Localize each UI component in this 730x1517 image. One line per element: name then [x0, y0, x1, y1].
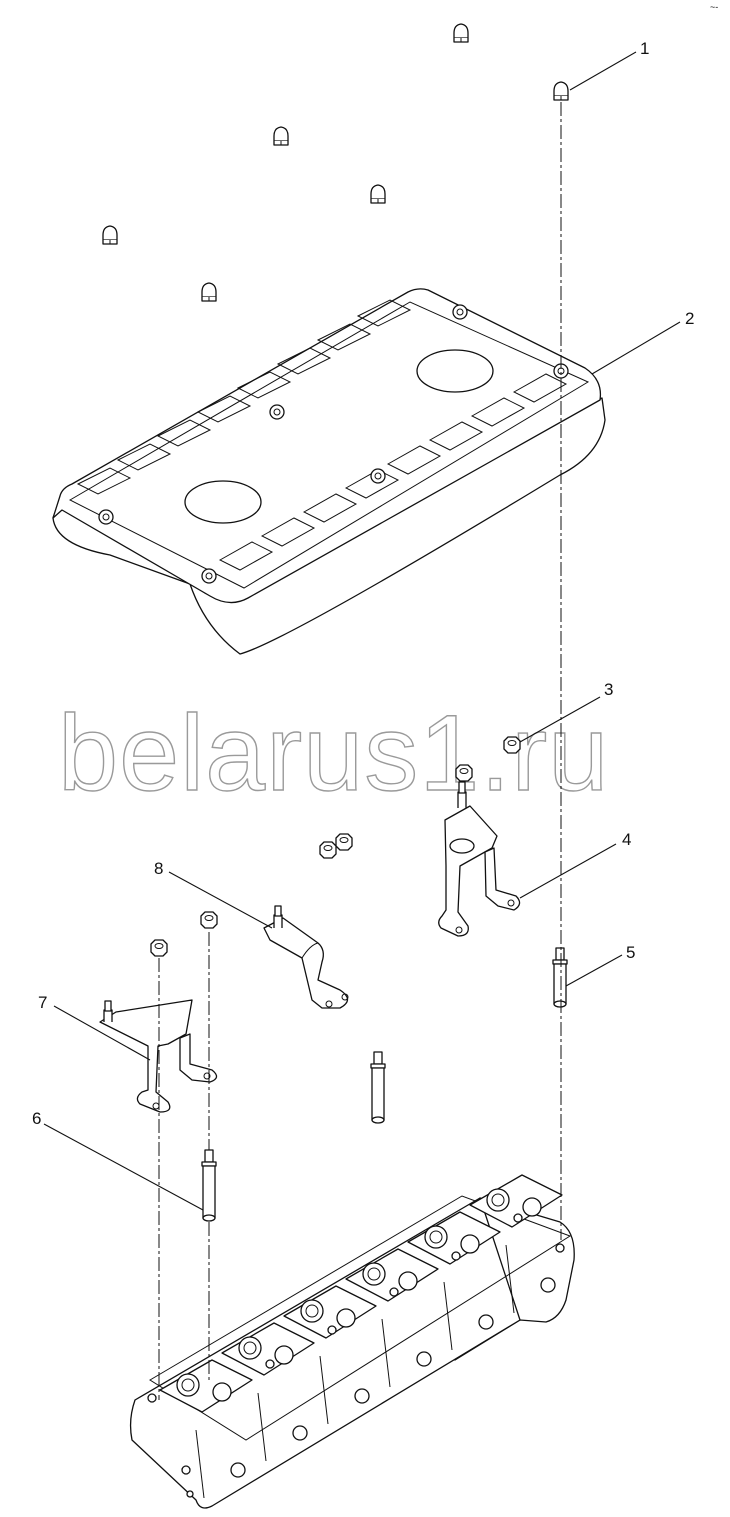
- cover-ribs-back: [76, 299, 412, 495]
- cover-bosses: [98, 304, 569, 584]
- callout-label: 5: [626, 943, 635, 962]
- hex-nut: [150, 939, 168, 957]
- hex-nut: [503, 736, 521, 754]
- watermark: belarus1.ru: [58, 692, 609, 813]
- cylinder-head: [129, 1174, 575, 1509]
- bracket-7: [99, 999, 218, 1113]
- studs: [201, 947, 568, 1222]
- callout-labels: 1 2 3 4 5 6 7 8: [32, 39, 694, 1128]
- acorn-nuts: [102, 23, 569, 302]
- hex-nut: [200, 911, 218, 929]
- acorn-nut: [453, 23, 469, 43]
- corner-mark: ~-: [710, 2, 718, 12]
- callout-label: 4: [622, 830, 631, 849]
- acorn-nut: [102, 225, 118, 245]
- hex-nut: [319, 841, 337, 859]
- callout-label: 6: [32, 1109, 41, 1128]
- callout-label: 1: [640, 39, 649, 58]
- acorn-nut: [370, 184, 386, 204]
- acorn-nut: [273, 126, 289, 146]
- head-bolt-holes: [147, 1213, 565, 1498]
- stud: [201, 1149, 217, 1222]
- stud: [552, 947, 568, 1008]
- head-sections: [159, 1174, 563, 1499]
- hex-nuts: [150, 736, 521, 957]
- callout-label: 8: [154, 859, 163, 878]
- callout-label: 3: [604, 680, 613, 699]
- callout-label: 2: [685, 309, 694, 328]
- stud: [370, 1051, 386, 1124]
- hex-nut: [335, 833, 353, 851]
- cover-ribs-front: [218, 373, 568, 571]
- acorn-nut: [201, 282, 217, 302]
- hex-nut: [455, 764, 473, 782]
- leader-lines: [43, 51, 681, 1211]
- assembly-axes: [158, 102, 562, 1400]
- callout-label: 7: [38, 993, 47, 1012]
- acorn-nut: [553, 81, 569, 101]
- bracket-8: [263, 905, 349, 1009]
- valve-cover: [52, 288, 606, 655]
- bracket-4: [438, 781, 521, 937]
